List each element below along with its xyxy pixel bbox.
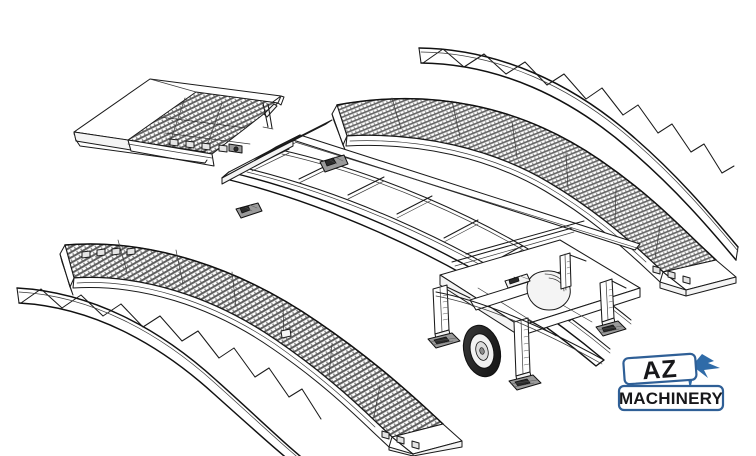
hinge-lugs-small — [169, 138, 243, 154]
brand-logo: AZ MACHINERY — [616, 352, 742, 416]
head-lugs-lower-left — [81, 247, 136, 259]
axle-and-wheel — [462, 270, 571, 378]
outrigger-leg-front-right — [595, 278, 627, 337]
deck-centre-tab — [280, 328, 292, 339]
deck-ribs-upper-right — [391, 97, 661, 259]
toe-lugs-lower-left — [381, 430, 420, 450]
part-ramp-long-lower-left — [16, 239, 463, 456]
grating-deck-lower-left — [64, 243, 445, 438]
part-chassis-frame — [221, 119, 641, 391]
part-ramp-small-upper-left — [73, 78, 285, 167]
logo-az-text: AZ — [641, 355, 678, 385]
outrigger-leg-rear-right — [559, 252, 572, 290]
logo-machinery-text: MACHINERY — [619, 389, 724, 408]
outrigger-leg-front-left — [427, 284, 461, 349]
outrigger-leg-rear-left — [508, 317, 542, 391]
toe-lugs-upper-right — [652, 265, 691, 285]
lifting-eyes — [235, 154, 349, 219]
brand-logo-svg: AZ MACHINERY — [617, 352, 725, 412]
logo-az-frame — [622, 352, 698, 386]
grating-deck-upper-right — [336, 98, 718, 273]
winch-detail — [504, 273, 531, 289]
side-truss-lower-left — [16, 287, 322, 456]
side-truss-upper-right — [418, 47, 739, 261]
part-ramp-long-upper-right — [331, 47, 739, 297]
logo-machinery-frame — [617, 384, 725, 412]
leg-support-struts — [446, 254, 627, 330]
